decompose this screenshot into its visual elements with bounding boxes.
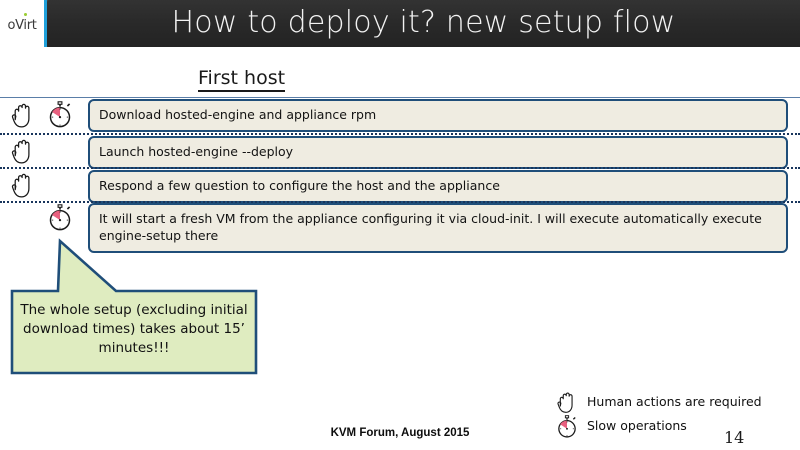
step-divider [0,201,800,203]
slide-header: oVirt How to deploy it? new setup flow [0,0,800,50]
step-divider [0,133,800,135]
step-box: Respond a few question to configure the … [88,170,788,203]
footer-note: KVM Forum, August 2015 [330,427,470,439]
ovirt-logo-text: oVirt [7,17,37,33]
legend-label: Human actions are required [587,394,762,409]
step-row: Launch hosted-engine --deploy [0,136,800,169]
ovirt-logo: oVirt [0,0,44,50]
ovirt-logo-dot-icon [24,13,27,16]
hand-icon [555,391,579,415]
stopwatch-icon [555,415,579,439]
hand-icon [10,172,36,200]
title-band: How to deploy it? new setup flow [44,0,800,47]
hand-icon [10,138,36,166]
legend: Human actions are required Slow operatio… [555,391,795,439]
legend-row: Slow operations [555,415,795,439]
legend-label: Slow operations [587,418,687,433]
step-box: Launch hosted-engine --deploy [88,136,788,169]
page-title: How to deploy it? new setup flow [171,5,676,40]
step-row: It will start a fresh VM from the applia… [0,203,800,253]
stopwatch-icon [47,101,73,129]
callout-text: The whole setup (excluding initial downl… [20,302,248,357]
callout-balloon: The whole setup (excluding initial downl… [8,237,260,377]
step-box: Download hosted-engine and appliance rpm [88,99,788,132]
section-heading: First host [198,68,286,92]
step-row: Respond a few question to configure the … [0,170,800,203]
step-box: It will start a fresh VM from the applia… [88,203,788,253]
stopwatch-icon [47,204,73,232]
step-row: Download hosted-engine and appliance rpm [0,99,800,132]
hand-icon [10,102,36,130]
step-divider-top [0,97,800,98]
page-number: 14 [724,428,745,447]
step-divider [0,167,800,169]
legend-row: Human actions are required [555,391,795,415]
